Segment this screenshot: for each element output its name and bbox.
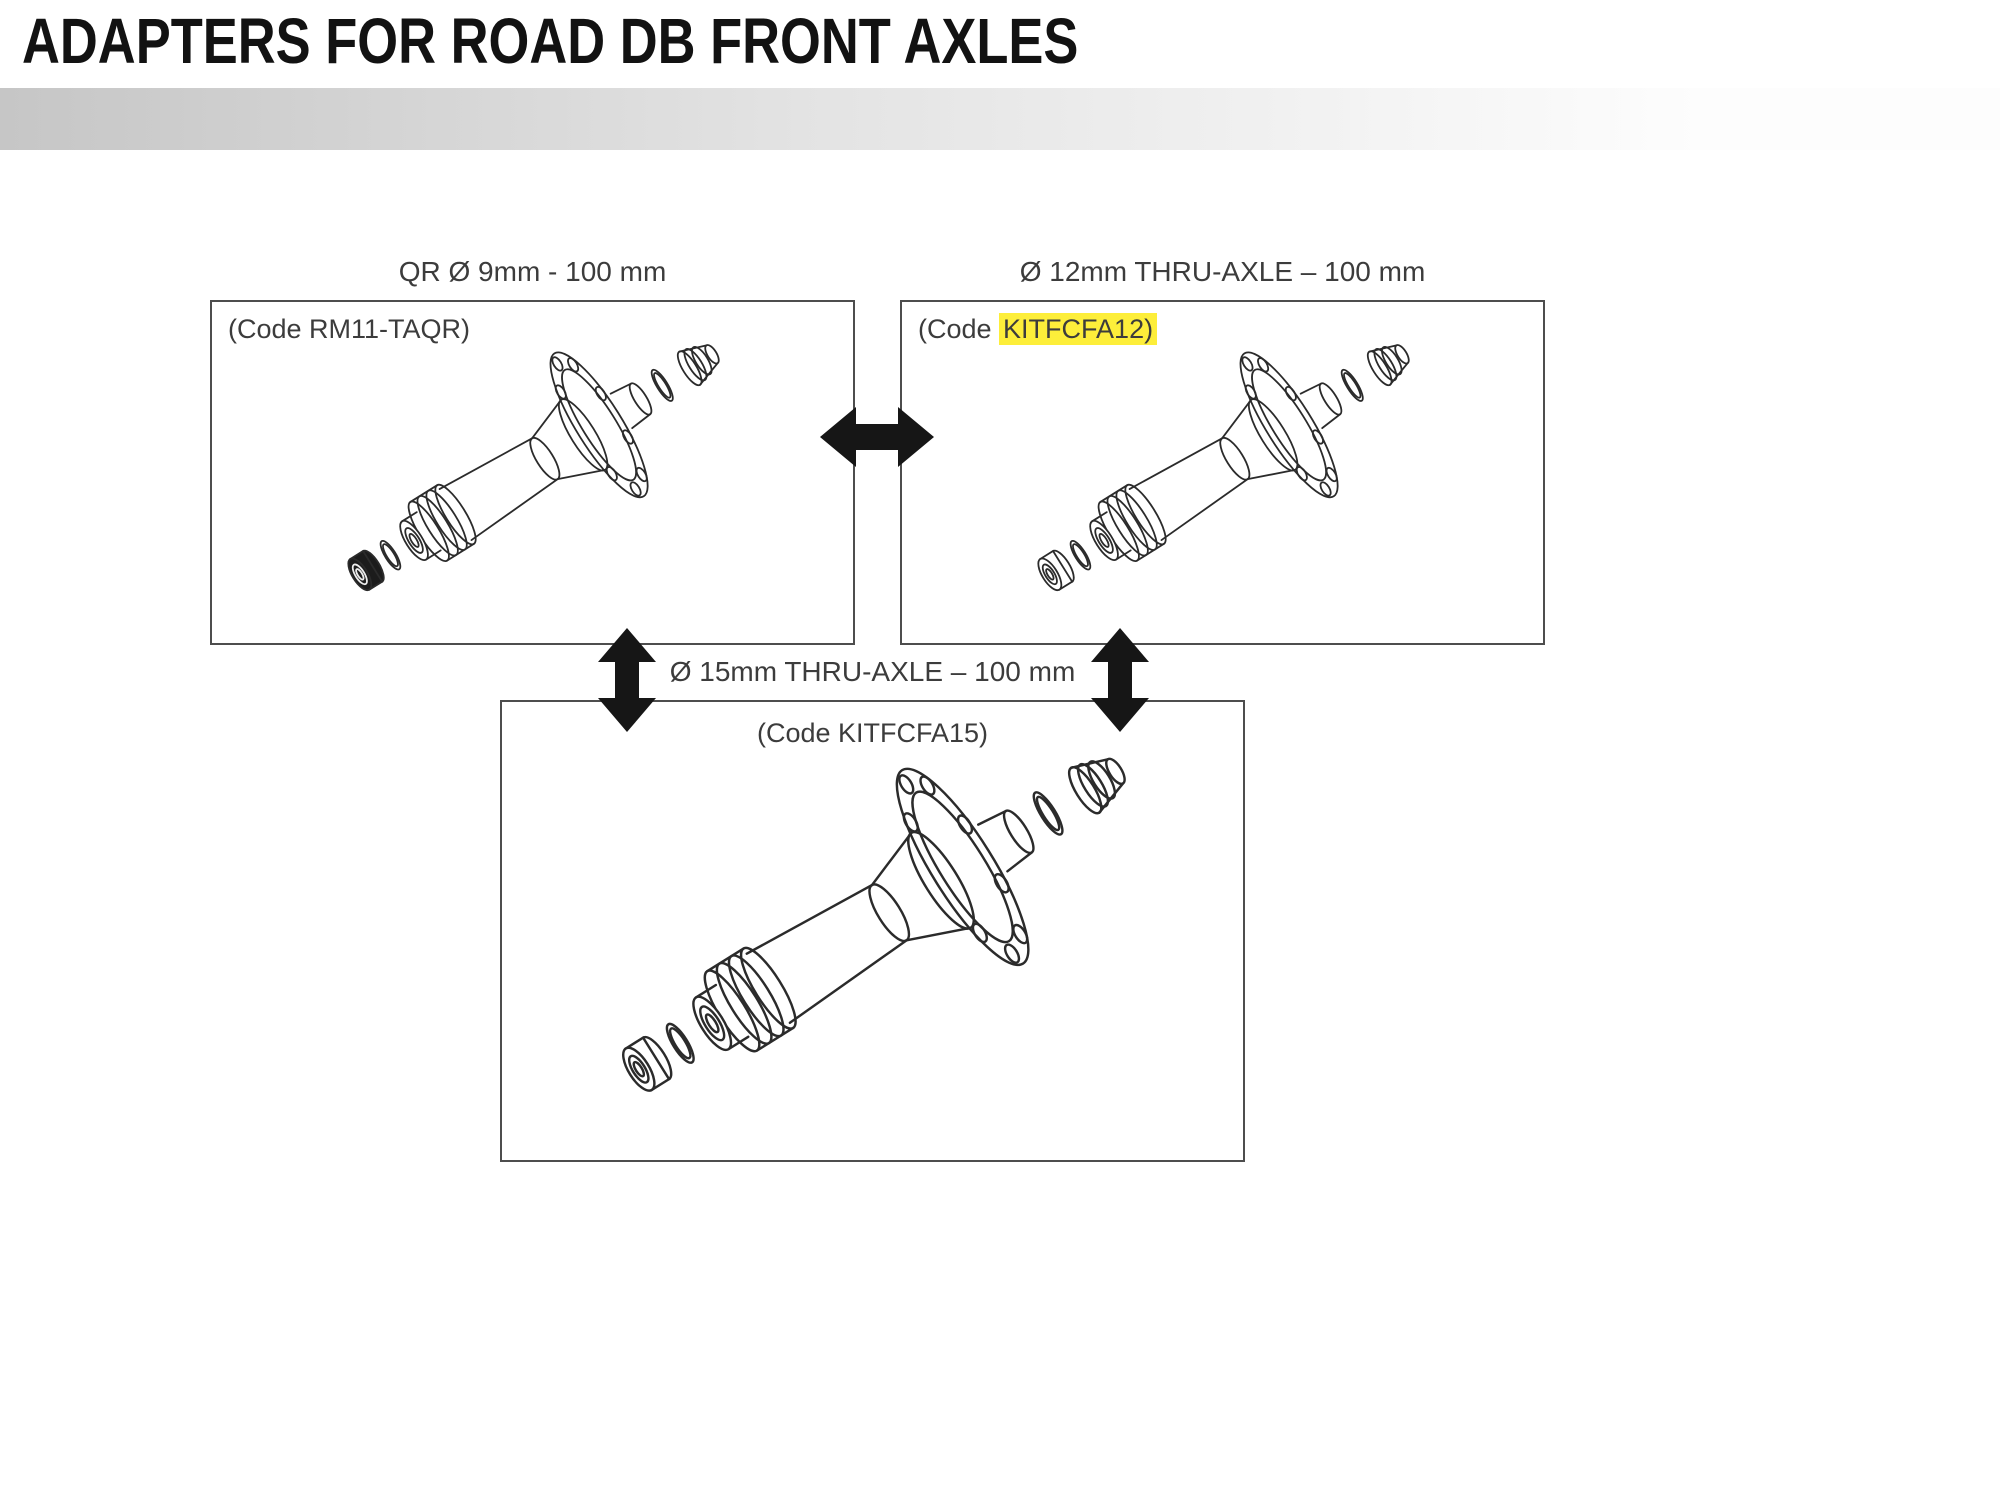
- arrow-head-down: [1091, 698, 1149, 732]
- panel-ta15-code: (Code KITFCFA15): [756, 718, 989, 748]
- panel-ta15-15mm: (Code KITFCFA15): [500, 700, 1245, 1162]
- page-title: ADAPTERS FOR ROAD DB FRONT AXLES: [22, 5, 1079, 77]
- panel-ta12-code-prefix: (Code: [918, 314, 1000, 344]
- panel-qr-9mm: (Code RM11-TAQR): [210, 300, 855, 645]
- panel-qr-code: (Code RM11-TAQR): [228, 314, 471, 344]
- front-hub-exploded-illustration-qr: [212, 306, 853, 637]
- front-hub-exploded-illustration-ta12: [902, 306, 1543, 637]
- arrow-head-right: [898, 407, 934, 467]
- arrow-head-up: [598, 628, 656, 662]
- arrow-head-down: [598, 698, 656, 732]
- arrow-head-left: [820, 407, 856, 467]
- arrow-shaft: [615, 662, 639, 698]
- panel-ta12-code-highlight: KITFCFA12): [999, 313, 1158, 345]
- horizontal-double-arrow-icon: [820, 407, 934, 467]
- arrow-shaft: [1108, 662, 1132, 698]
- vertical-double-arrow-right-icon: [1091, 628, 1149, 732]
- front-hub-exploded-illustration-ta15: [502, 706, 1243, 1154]
- panel-qr-label: QR Ø 9mm - 100 mm: [398, 256, 667, 287]
- arrow-head-up: [1091, 628, 1149, 662]
- title-gradient-band: [0, 88, 2000, 150]
- panel-ta15-label: Ø 15mm THRU-AXLE – 100 mm: [669, 656, 1076, 687]
- panel-ta12-label: Ø 12mm THRU-AXLE – 100 mm: [1019, 256, 1426, 287]
- arrow-shaft: [856, 424, 898, 450]
- panel-ta12-12mm: (Code KITFCFA12): [900, 300, 1545, 645]
- vertical-double-arrow-left-icon: [598, 628, 656, 732]
- panel-ta12-code: (Code KITFCFA12): [918, 313, 1158, 345]
